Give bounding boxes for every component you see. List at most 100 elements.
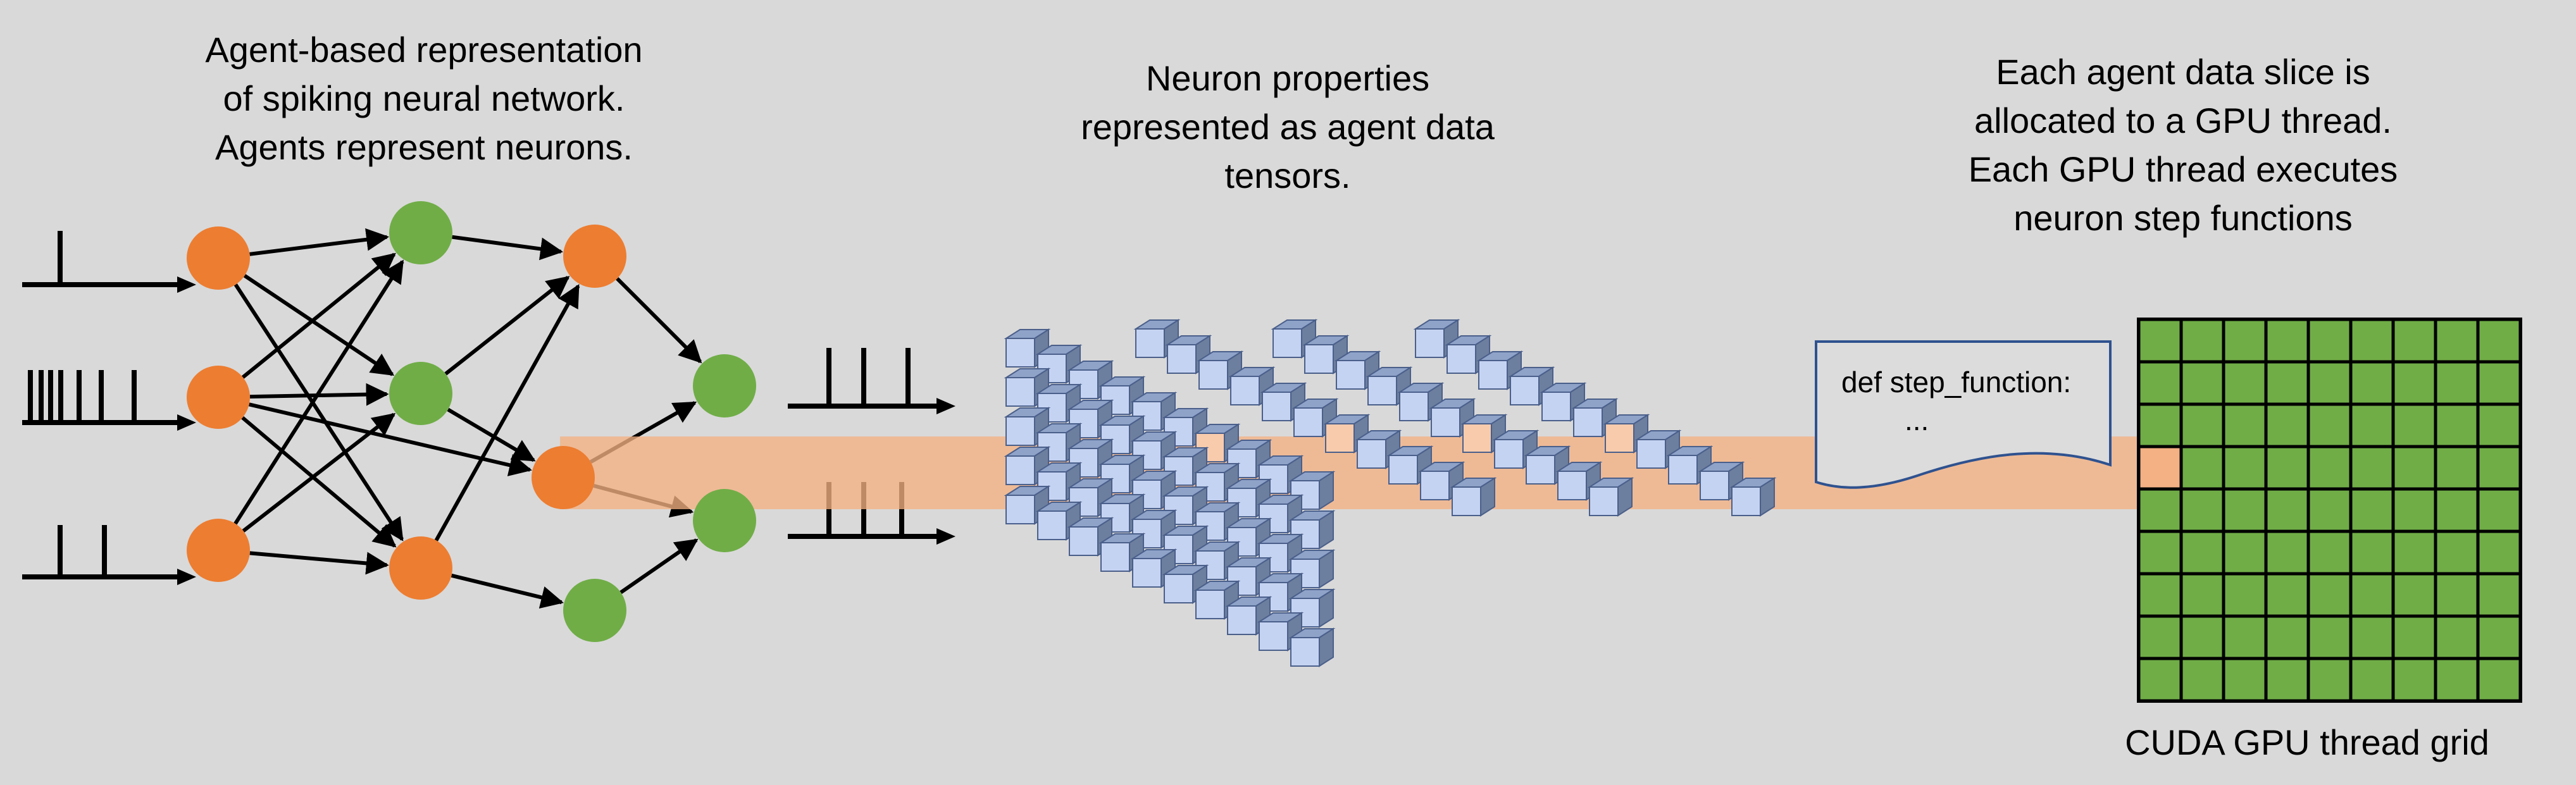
gpu-thread-cell: [2137, 402, 2183, 448]
gpu-thread-cell: [2476, 572, 2522, 618]
gpu-thread-cell: [2434, 529, 2480, 576]
spike-train-input-3: [22, 525, 180, 579]
gpu-thread-cell: [2264, 529, 2310, 576]
gpu-thread-cell: [2391, 529, 2437, 576]
gpu-thread-cell: [2391, 487, 2437, 533]
gpu-thread-cell: [2349, 657, 2395, 703]
code-line-2: ...: [1905, 404, 1929, 436]
tensor-vector-3-cube-10: [1729, 477, 1777, 517]
spike-train-output-1-arrowhead: [936, 398, 955, 414]
gpu-thread-cell: [2391, 360, 2437, 406]
gpu-thread-cell: [2391, 318, 2437, 364]
gpu-thread-cell: [2137, 360, 2183, 406]
gpu-thread-cell: [2264, 657, 2310, 703]
gpu-thread-cell: [2349, 318, 2395, 364]
tensor-vector-1-cube-0: [1133, 319, 1181, 359]
tensor-vector-1-cube-1: [1165, 335, 1212, 374]
neuron-i3: [187, 519, 250, 582]
tensor-vector-1-cube-10: [1450, 477, 1497, 517]
gpu-thread-cell: [2476, 360, 2522, 406]
gpu-thread-cell: [2137, 572, 2183, 618]
gpu-thread-grid: [2137, 318, 2522, 703]
tensor-vector-2-cube-5: [1429, 398, 1476, 438]
tensor-caption: Neuron properties represented as agent d…: [1081, 58, 1495, 195]
neuron-o2: [693, 489, 756, 552]
network-connections: [233, 228, 702, 609]
gpu-thread-cell: [2349, 572, 2395, 618]
agent-data-tensors: [1004, 319, 1777, 667]
connection-h3-m1: [434, 284, 580, 541]
step-function-code-box: def step_function: ...: [1815, 340, 2112, 489]
gpu-thread-cell: [2264, 487, 2310, 533]
gpu-thread-cell: [2264, 318, 2310, 364]
gpu-thread-cell: [2434, 487, 2480, 533]
spike-train-input-2-arrowhead: [177, 414, 196, 431]
gpu-thread-cell: [2349, 445, 2395, 491]
gpu-thread-cell: [2476, 487, 2522, 533]
gpu-thread-cell: [2222, 487, 2268, 533]
gpu-thread-cell: [2306, 318, 2353, 364]
gpu-thread-cell: [2349, 487, 2395, 533]
gpu-grid-label: CUDA GPU thread grid: [2125, 722, 2489, 762]
gpu-thread-cell: [2179, 487, 2225, 533]
gpu-thread-cell: [2137, 445, 2183, 491]
gpu-thread-cell: [2391, 657, 2437, 703]
network-caption: Agent-based representation of spiking ne…: [205, 30, 643, 167]
gpu-thread-cell: [2476, 445, 2522, 491]
gpu-thread-cell: [2137, 614, 2183, 660]
neuron-h3: [389, 536, 452, 600]
gpu-thread-cell: [2306, 657, 2353, 703]
neuron-m1: [563, 225, 626, 288]
gpu-thread-cell: [2306, 360, 2353, 406]
gpu-thread-cell: [2222, 529, 2268, 576]
gpu-thread-cell: [2434, 402, 2480, 448]
neuron-i1: [187, 226, 250, 290]
gpu-thread-cell: [2264, 402, 2310, 448]
gpu-thread-cell: [2264, 572, 2310, 618]
gpu-thread-cell: [2349, 402, 2395, 448]
gpu-thread-cell: [2137, 657, 2183, 703]
gpu-thread-cell: [2179, 614, 2225, 660]
gpu-thread-cell: [2434, 657, 2480, 703]
gpu-thread-cell: [2222, 657, 2268, 703]
tensor-vector-1-cube-3: [1228, 366, 1276, 406]
gpu-caption: Each agent data slice is allocated to a …: [1968, 52, 2398, 238]
spike-train-input-2: [22, 370, 180, 425]
gpu-thread-cell: [2476, 402, 2522, 448]
gpu-thread-cell: [2476, 657, 2522, 703]
gpu-thread-cell: [2349, 360, 2395, 406]
gpu-thread-cell: [2222, 402, 2268, 448]
gpu-thread-cell: [2179, 360, 2225, 406]
connection-i3-h3: [249, 551, 389, 575]
gpu-thread-cell: [2306, 402, 2353, 448]
connection-i1-h1: [249, 228, 389, 256]
gpu-thread-cell: [2476, 318, 2522, 364]
connection-i3-h2: [242, 412, 396, 533]
connection-i2-h3: [241, 416, 397, 548]
gpu-thread-cell: [2179, 572, 2225, 618]
connection-m1-o1: [616, 277, 702, 364]
gpu-thread-cell: [2306, 572, 2353, 618]
neuron-m2: [532, 446, 595, 509]
spike-train-input-1: [22, 231, 180, 287]
gpu-thread-cell: [2179, 402, 2225, 448]
gpu-thread-cell: [2391, 614, 2437, 660]
neuron-nodes: [187, 201, 756, 642]
tensor-vector-3-cube-2: [1476, 350, 1524, 390]
gpu-thread-cell: [2222, 318, 2268, 364]
connection-i2-h1: [241, 252, 396, 379]
neuron-h2: [389, 362, 452, 425]
spike-train-input-3-arrowhead: [177, 569, 196, 585]
connection-h2-m2: [447, 407, 536, 462]
gpu-thread-cell: [2179, 657, 2225, 703]
connection-h3-m3: [451, 573, 564, 609]
gpu-thread-cell: [2434, 445, 2480, 491]
gpu-thread-cell: [2179, 529, 2225, 576]
tensor-vector-2-cube-10: [1587, 477, 1634, 517]
gpu-thread-cell: [2476, 529, 2522, 576]
connection-h1-m1: [452, 235, 564, 261]
tensor-vector-1-cube-8: [1386, 445, 1434, 485]
spike-train-output-1: [788, 348, 943, 409]
gpu-thread-cell: [2137, 318, 2183, 364]
